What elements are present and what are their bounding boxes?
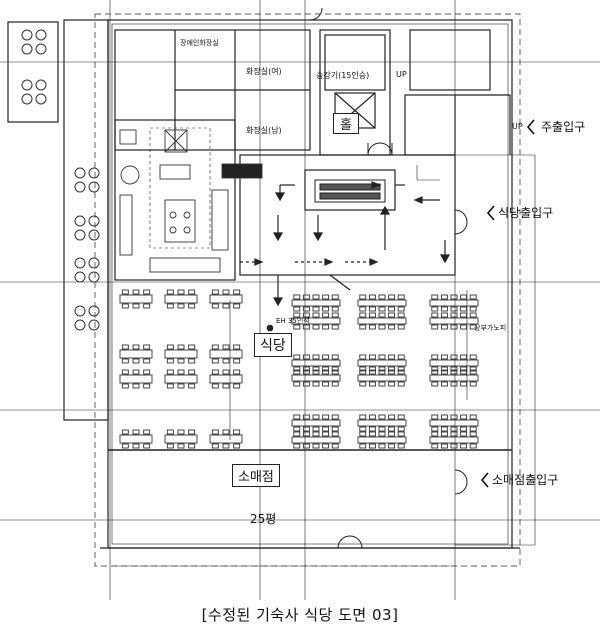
table-set [429, 369, 479, 387]
elevator-label: 승강기(15인승) [316, 71, 370, 80]
table-set [291, 294, 341, 312]
table-set [209, 369, 243, 389]
restaurant-label: 식당 [254, 333, 292, 357]
pillar-note-label: EH 35인석 [276, 317, 310, 325]
chair-cluster [74, 305, 100, 331]
door-swings [309, 7, 468, 549]
table-set [291, 414, 341, 432]
table-set [119, 344, 153, 364]
circulation-arrows [240, 181, 451, 307]
table-set [164, 429, 198, 449]
table-set [291, 431, 341, 449]
chair-cluster [74, 257, 100, 283]
table-set [164, 344, 198, 364]
floor-plan [0, 0, 600, 600]
exhaust-label: 상부가노피 [474, 324, 507, 332]
chair-cluster-group [21, 29, 100, 331]
walls [7, 13, 536, 567]
chair-cluster [21, 29, 47, 55]
dining-tables [119, 289, 479, 449]
table-set [429, 312, 479, 330]
table-set [119, 369, 153, 389]
table-set [164, 369, 198, 389]
table-set [429, 431, 479, 449]
store-label: 소매점 [232, 464, 280, 487]
table-set [429, 414, 479, 432]
up-label-left: UP [396, 70, 407, 79]
table-set [119, 289, 153, 309]
table-set [119, 429, 153, 449]
chair-cluster [74, 215, 100, 241]
restroom-f-label: 화장실(여) [246, 67, 282, 76]
table-set [429, 354, 479, 372]
table-set [429, 294, 479, 312]
table-set [209, 429, 243, 449]
table-set [209, 289, 243, 309]
chair-cluster [21, 79, 47, 105]
main-entrance-label: 주출입구 [541, 120, 586, 134]
chair-cluster [74, 167, 100, 193]
entrance-arrows [480, 119, 535, 488]
table-set [357, 312, 407, 330]
table-set [357, 369, 407, 387]
store-area-label: 25평 [250, 512, 277, 526]
store-entrance-label: 소매점출입구 [492, 473, 559, 487]
table-set [357, 431, 407, 449]
structural-grid [0, 0, 600, 600]
table-set [291, 369, 341, 387]
table-set [164, 289, 198, 309]
table-set [209, 344, 243, 364]
table-set [357, 354, 407, 372]
table-set [357, 294, 407, 312]
up-label-right: UP [512, 122, 523, 131]
figure-caption: [수정된 기숙사 식당 도면 03] [201, 606, 399, 624]
restaurant-entrance-label: 식당출입구 [498, 206, 554, 220]
misc-lines [229, 165, 468, 440]
kitchen-equipment [119, 129, 263, 273]
restroom-m-label: 화장실(남) [246, 126, 282, 135]
restroom-accessible-label: 장애인화장실 [180, 39, 219, 47]
table-set [291, 312, 341, 330]
table-set [357, 414, 407, 432]
table-set [291, 354, 341, 372]
hall-label: 홀 [333, 113, 359, 134]
serving-counter [314, 179, 386, 203]
